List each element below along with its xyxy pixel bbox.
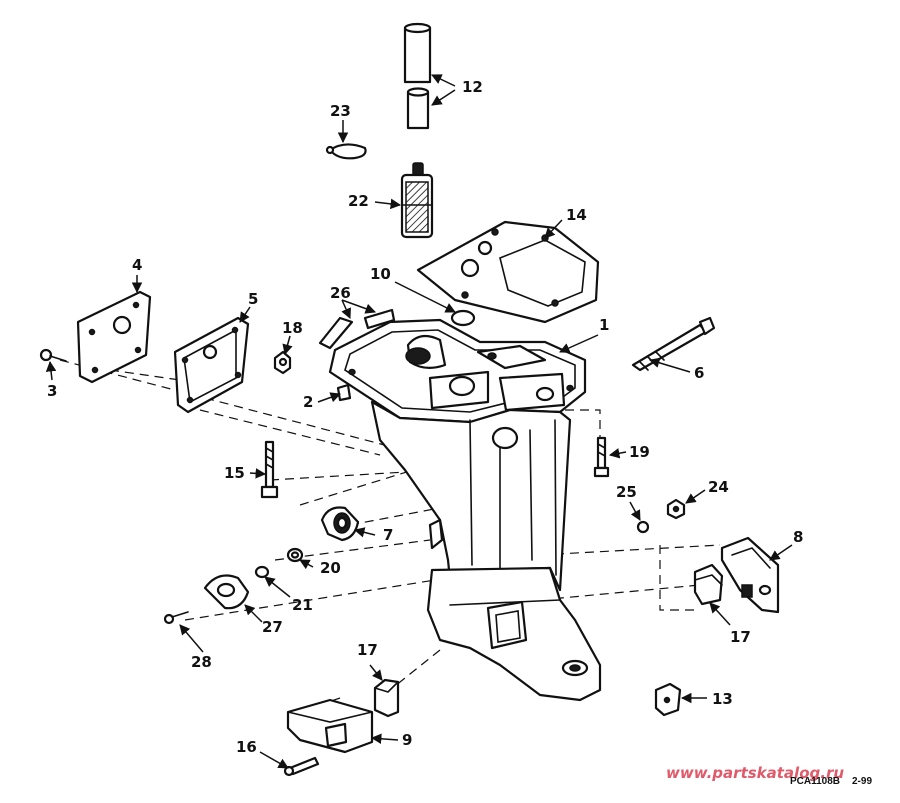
callout-2: 2 bbox=[303, 393, 313, 411]
callout-4: 4 bbox=[132, 256, 142, 274]
oring-part-10 bbox=[450, 309, 476, 327]
callout-12: 12 bbox=[462, 78, 483, 96]
callout-24: 24 bbox=[708, 478, 729, 496]
nut-part-18 bbox=[273, 350, 292, 375]
figure-date: 2-99 bbox=[852, 776, 872, 787]
washer-part-20 bbox=[286, 547, 304, 563]
block-part-13 bbox=[654, 682, 682, 717]
hose-part-12 bbox=[403, 22, 432, 130]
nut-part-21 bbox=[254, 565, 270, 579]
block-part-17-left bbox=[373, 678, 400, 718]
callout-20: 20 bbox=[320, 559, 341, 577]
nut-part-24 bbox=[666, 498, 686, 520]
callout-3: 3 bbox=[47, 382, 57, 400]
screw-part-16 bbox=[283, 756, 320, 777]
callout-13: 13 bbox=[712, 690, 733, 708]
callout-5: 5 bbox=[248, 290, 258, 308]
callout-27: 27 bbox=[262, 618, 283, 636]
leader-lines bbox=[45, 74, 793, 769]
gasket-part-14 bbox=[416, 220, 600, 324]
callout-8: 8 bbox=[793, 528, 803, 546]
callout-9: 9 bbox=[402, 731, 412, 749]
housing-part-1 bbox=[328, 318, 602, 702]
clamp-part-23 bbox=[325, 143, 367, 160]
callout-28: 28 bbox=[191, 653, 212, 671]
callout-10: 10 bbox=[370, 265, 391, 283]
shoe-part-9 bbox=[286, 698, 374, 754]
callout-6: 6 bbox=[694, 364, 704, 382]
callout-14: 14 bbox=[566, 206, 587, 224]
callout-17-right: 17 bbox=[730, 628, 751, 646]
callout-17-left: 17 bbox=[357, 641, 378, 659]
screw-part-28 bbox=[163, 611, 189, 625]
hoses-part-26 bbox=[318, 308, 396, 350]
cover-plate-part-4 bbox=[76, 290, 152, 384]
block-part-17-right bbox=[693, 563, 724, 606]
gasket-part-27 bbox=[203, 574, 250, 610]
bolt-part-19 bbox=[593, 436, 610, 478]
callout-22: 22 bbox=[348, 192, 369, 210]
stud-part-15 bbox=[260, 440, 279, 499]
callout-16: 16 bbox=[236, 738, 257, 756]
gasket-part-5 bbox=[173, 316, 250, 414]
figure-code: PCA1108B bbox=[790, 776, 840, 787]
callout-7: 7 bbox=[383, 526, 393, 544]
callout-26: 26 bbox=[330, 284, 351, 302]
bracket-part-8 bbox=[720, 536, 780, 614]
callout-15: 15 bbox=[224, 464, 245, 482]
oring-part-25 bbox=[636, 520, 650, 534]
callout-labels: 1 2 3 4 5 6 7 8 9 10 12 13 14 15 16 17 1… bbox=[47, 78, 803, 756]
filter-part-22 bbox=[400, 162, 434, 239]
callout-18: 18 bbox=[282, 319, 303, 337]
callout-1: 1 bbox=[599, 316, 609, 334]
callout-25: 25 bbox=[616, 483, 637, 501]
screw-part-3 bbox=[39, 348, 67, 362]
watermark: www.partskatalog.ru bbox=[666, 764, 844, 782]
callout-19: 19 bbox=[629, 443, 650, 461]
callout-23: 23 bbox=[330, 102, 351, 120]
mount-part-7 bbox=[320, 506, 360, 542]
callout-21: 21 bbox=[292, 596, 313, 614]
bolt-part-6 bbox=[631, 316, 716, 372]
